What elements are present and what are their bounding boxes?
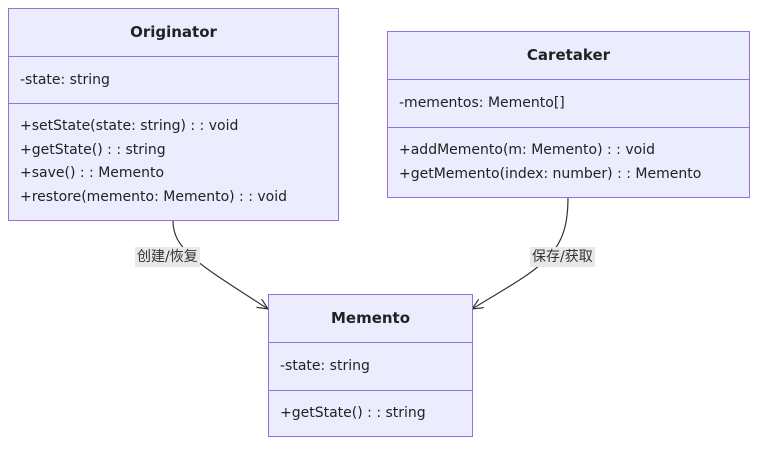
method: +restore(memento: Memento) : : void [20,188,288,205]
attributes-section: -mementos: Memento[] [388,79,749,127]
method: +setState(state: string) : : void [20,118,239,134]
method: +addMemento(m: Memento) : : void [399,142,655,158]
methods-section: +addMemento(m: Memento) : : void +getMem… [388,127,749,186]
method: +save() : : Memento [20,165,165,181]
methods-section: +setState(state: string) : : void +getSt… [9,103,338,209]
class-name: Memento [330,309,411,327]
attributes-section: -state: string [269,342,472,390]
attributes-section: -state: string [9,56,338,103]
attribute: -state: string [280,358,370,374]
attribute: -mementos: Memento[] [399,95,565,111]
attribute: -state: string [20,72,110,88]
memento-class: Memento -state: string +getState() : : s… [268,294,473,437]
method: +getMemento(index: number) : : Memento [399,165,702,182]
caretaker-class: Caretaker -mementos: Memento[] +addMemen… [387,31,750,198]
method: +getState() : : string [280,405,426,421]
methods-section: +getState() : : string [269,390,472,426]
class-name: Caretaker [526,46,611,64]
originator-memento-label: 创建/恢复 [135,247,200,267]
originator-class: Originator -state: string +setState(stat… [8,8,339,221]
method: +getState() : : string [20,141,166,158]
class-name: Originator [130,23,217,41]
caretaker-memento-label: 保存/获取 [530,247,595,267]
